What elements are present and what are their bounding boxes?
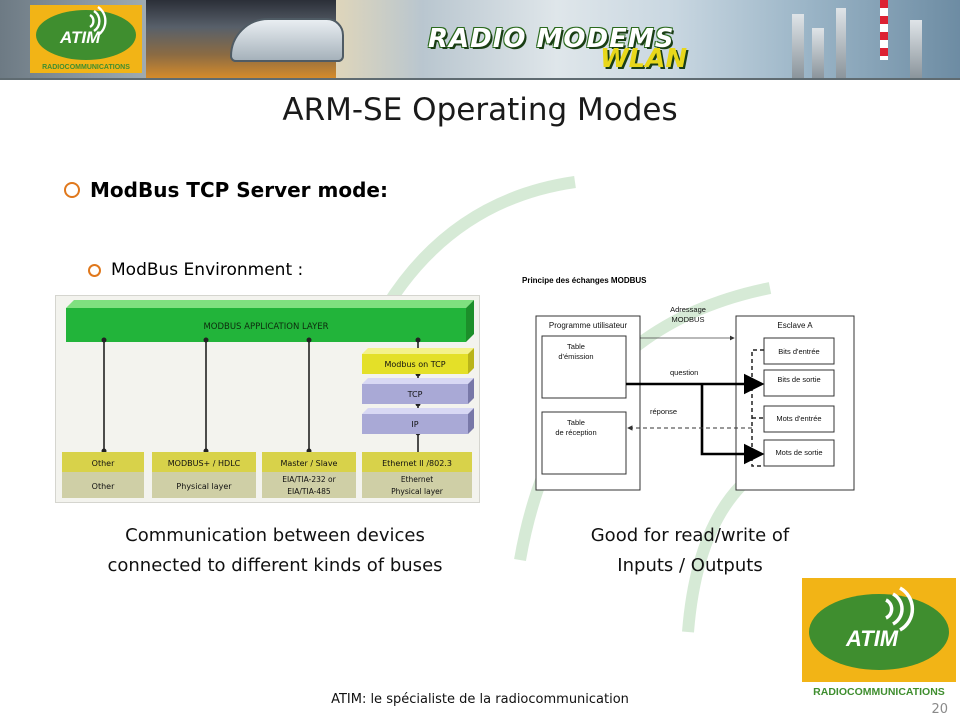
svg-text:Mots de sortie: Mots de sortie	[775, 448, 822, 457]
stack-column-ethernet: Ethernet II /802.3 Ethernet Physical lay…	[362, 452, 472, 498]
caption-left: Communication between devices connected …	[107, 525, 443, 576]
app-layer-label: MODBUS APPLICATION LAYER	[203, 322, 328, 332]
bullet-text: ModBus TCP Server mode:	[90, 178, 388, 202]
svg-text:EIA/TIA-232 or: EIA/TIA-232 or	[282, 475, 336, 484]
stack-column-modbus-plus: MODBUS+ / HDLC Physical layer	[152, 452, 256, 498]
modbus-on-tcp-block: Modbus on TCP	[362, 348, 474, 374]
svg-text:Esclave A: Esclave A	[777, 321, 813, 330]
ip-label: IP	[411, 420, 418, 429]
banner-divider	[0, 78, 960, 80]
header-banner: ATIM RADIOCOMMUNICATIONS RADIO MODEMS WL…	[0, 0, 960, 78]
svg-text:Programme utilisateur: Programme utilisateur	[549, 321, 628, 330]
banner-title: RADIO MODEMS	[428, 24, 675, 54]
bullet-text: ModBus Environment :	[111, 260, 304, 280]
page-number: 20	[931, 702, 948, 717]
svg-text:réponse: réponse	[650, 407, 677, 416]
svg-text:MODBUS: MODBUS	[672, 315, 705, 324]
bullet-circle-icon	[88, 263, 101, 277]
svg-text:Mots d'entrée: Mots d'entrée	[776, 414, 821, 423]
svg-text:d'émission: d'émission	[558, 352, 593, 361]
bullet-modbus-tcp-server: ModBus TCP Server mode:	[64, 178, 388, 202]
modbus-exchange-diagram: Principe des échanges MODBUS Adressage M…	[520, 272, 865, 497]
svg-text:Other: Other	[92, 482, 115, 491]
svg-text:Ethernet II /802.3: Ethernet II /802.3	[382, 459, 452, 468]
tcp-block: TCP	[362, 378, 474, 404]
svg-text:Bits de sortie: Bits de sortie	[777, 375, 820, 384]
bullet-circle-icon	[64, 182, 80, 198]
exchange-diagram-title: Principe des échanges MODBUS	[522, 276, 647, 285]
banner-photo-chimney	[812, 28, 824, 78]
stack-column-other: Other Other	[62, 452, 144, 498]
footer-text: ATIM: le spécialiste de la radiocommunic…	[331, 692, 629, 707]
slide-title: ARM-SE Operating Modes	[282, 92, 678, 128]
atim-logo-large: ATIM RADIOCOMMUNICATIONS	[802, 578, 956, 698]
banner-photo-tower	[880, 0, 888, 60]
svg-text:Bits d'entrée: Bits d'entrée	[778, 347, 819, 356]
banner-photo-chimney	[910, 20, 922, 78]
ip-block: IP	[362, 408, 474, 434]
banner-photo-chimney	[836, 8, 846, 78]
svg-text:MODBUS+ / HDLC: MODBUS+ / HDLC	[168, 459, 241, 468]
svg-text:Ethernet: Ethernet	[401, 475, 433, 484]
svg-text:Other: Other	[92, 459, 115, 468]
stack-column-master-slave: Master / Slave EIA/TIA-232 or EIA/TIA-48…	[262, 452, 356, 498]
modbus-stack-diagram: MODBUS APPLICATION LAYER Modbus on TCP	[55, 295, 480, 503]
svg-text:Physical layer: Physical layer	[391, 487, 444, 496]
bullet-modbus-environment: ModBus Environment :	[88, 260, 303, 280]
svg-text:Table: Table	[567, 342, 585, 351]
app-layer-block: MODBUS APPLICATION LAYER	[66, 300, 474, 342]
svg-text:Adressage: Adressage	[670, 305, 706, 314]
svg-text:Table: Table	[567, 418, 585, 427]
svg-text:Physical layer: Physical layer	[176, 482, 232, 491]
svg-text:ATIM: ATIM	[59, 28, 101, 47]
banner-subtitle: WLAN	[600, 44, 688, 74]
caption-right: Good for read/write of Inputs / Outputs	[590, 525, 790, 576]
modbus-on-tcp-label: Modbus on TCP	[384, 360, 445, 369]
svg-text:RADIOCOMMUNICATIONS: RADIOCOMMUNICATIONS	[813, 686, 945, 698]
svg-text:ATIM: ATIM	[845, 626, 899, 651]
atim-logo-small: ATIM RADIOCOMMUNICATIONS	[30, 5, 142, 73]
tcp-label: TCP	[407, 390, 423, 399]
svg-text:RADIOCOMMUNICATIONS: RADIOCOMMUNICATIONS	[42, 64, 130, 71]
svg-text:de réception: de réception	[555, 428, 596, 437]
svg-text:EIA/TIA-485: EIA/TIA-485	[287, 487, 331, 496]
svg-text:Master / Slave: Master / Slave	[281, 459, 338, 468]
banner-photo-chimney	[792, 14, 804, 78]
svg-text:question: question	[670, 368, 698, 377]
